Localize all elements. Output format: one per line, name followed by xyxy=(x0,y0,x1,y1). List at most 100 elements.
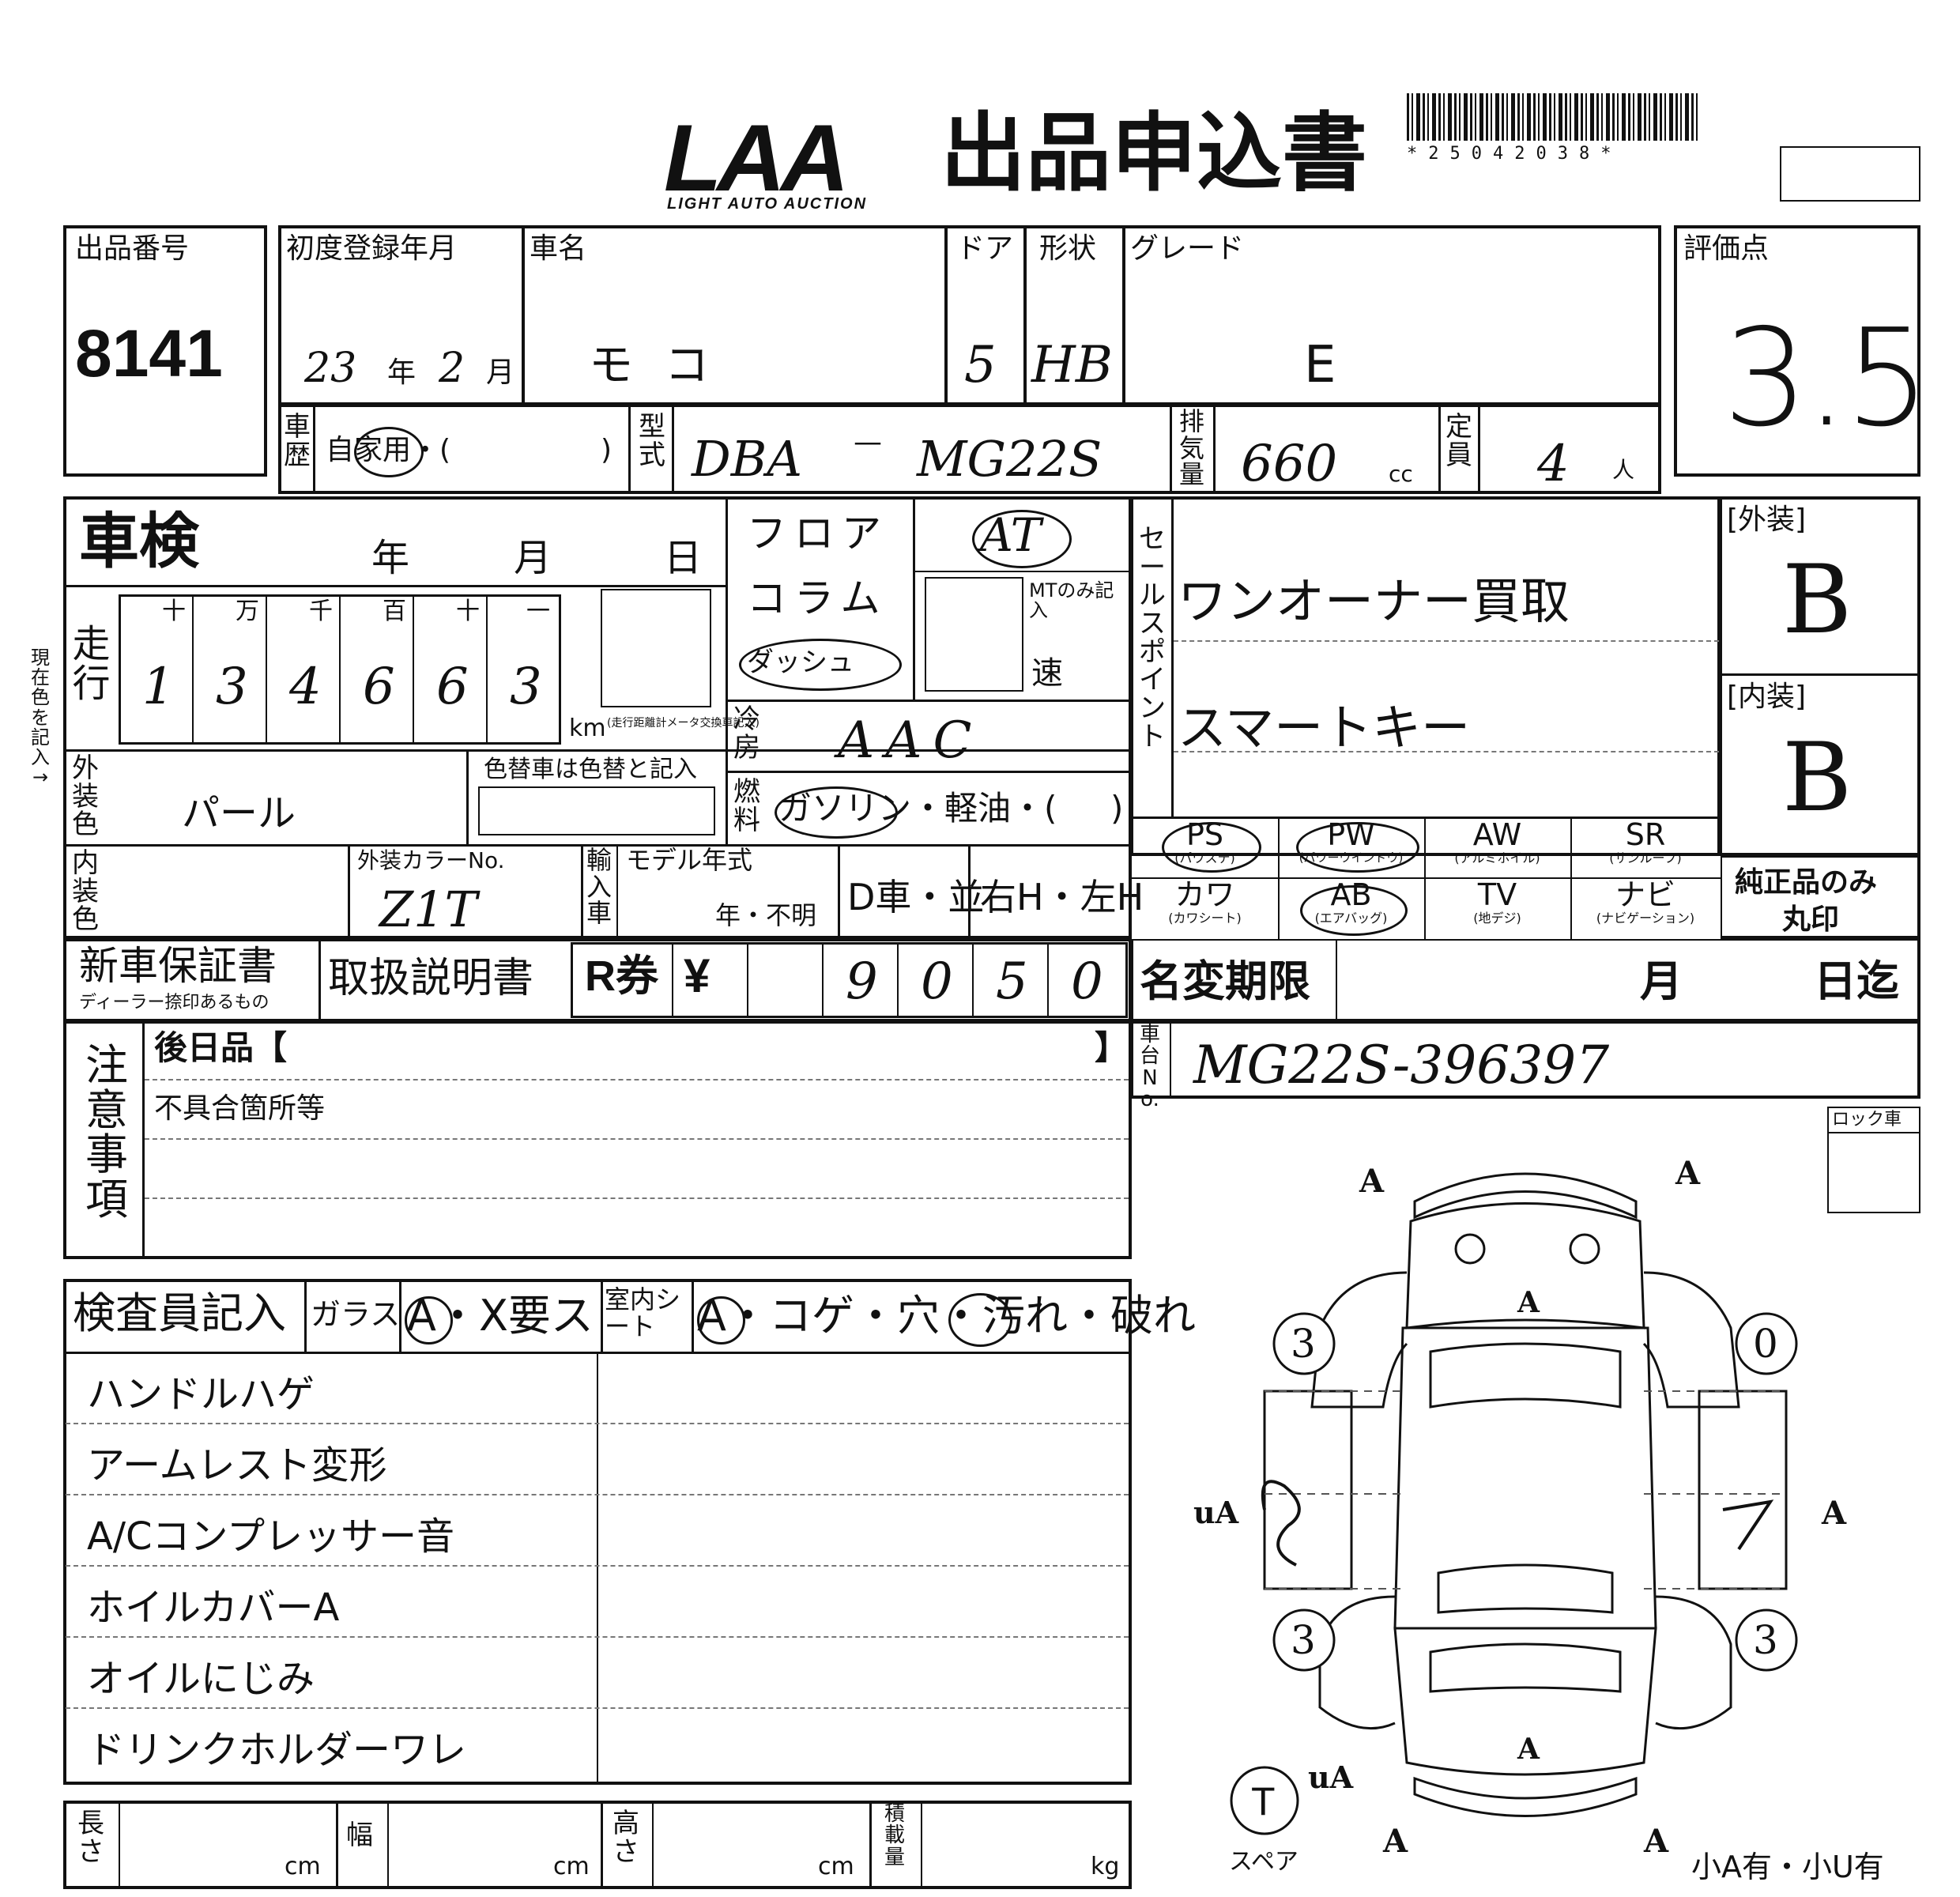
odometer-swap-box xyxy=(601,589,711,707)
manual-label: 取扱説明書 xyxy=(328,955,534,1002)
seat-options: A・コゲ・穴・汚れ・破れ xyxy=(697,1291,1196,1341)
first-reg-label: 初度登録年月 xyxy=(286,232,458,265)
ab-circle xyxy=(1300,885,1408,936)
logo-sub: LIGHT AUTO AUCTION xyxy=(667,195,868,213)
option-tv[interactable]: TV (地デジ) xyxy=(1473,877,1521,926)
doc-row xyxy=(63,939,1132,1022)
sales-point-1: ワンオーナー買取 xyxy=(1178,572,1570,630)
defects-label: 不具合箇所等 xyxy=(154,1092,326,1125)
warranty-sub: ディーラー捺印あるもの xyxy=(79,993,270,1013)
option-sr[interactable]: SR (サンルーフ) xyxy=(1609,817,1682,866)
speed-label: 速 xyxy=(1031,655,1063,692)
inspection-year: 年 xyxy=(371,536,410,580)
length-label: 長さ xyxy=(77,1808,104,1868)
corner-stamp-box xyxy=(1780,146,1920,202)
shift-column: コラム xyxy=(747,575,888,621)
width-unit: cm xyxy=(553,1853,590,1880)
later-items-close: 】 xyxy=(1095,1029,1129,1066)
seat-label: 室内シート xyxy=(605,1284,681,1341)
lock-box xyxy=(1827,1107,1920,1213)
genuine-only-box xyxy=(1721,856,1920,939)
remark-1: ハンドルハゲ xyxy=(87,1372,315,1416)
color-code-label: 外装カラーNo. xyxy=(357,847,505,873)
spare-circle xyxy=(1230,1766,1299,1835)
recycle-digit: 0 xyxy=(1071,952,1103,1011)
later-items-label: 後日品【 xyxy=(154,1029,288,1066)
mileage-digit: 6 xyxy=(363,658,395,716)
dash-circle xyxy=(739,639,902,691)
body-type-value: HB xyxy=(1031,336,1113,394)
notes-box xyxy=(63,1022,1132,1259)
length-unit: cm xyxy=(285,1853,321,1880)
logo-main: LAA xyxy=(664,105,850,211)
mark-ua: uA xyxy=(1308,1759,1354,1795)
door-value: 5 xyxy=(964,336,997,394)
handle-option: 右H・左H xyxy=(980,876,1144,918)
tire-rl: 3 xyxy=(1291,1617,1316,1663)
mark-a: A xyxy=(1517,1286,1540,1319)
tire-rr-circle xyxy=(1735,1608,1798,1672)
spare-label: スペア xyxy=(1229,1848,1298,1876)
vehicle-row1 xyxy=(278,225,1661,405)
remark-4: ホイルカバーA xyxy=(87,1586,340,1630)
history-label: 車歴 xyxy=(284,411,311,471)
place-label: 千 xyxy=(309,598,333,625)
capacity-value: 4 xyxy=(1537,435,1570,493)
option-aw[interactable]: AW (アルミホイル) xyxy=(1454,817,1540,866)
mileage-cells: 十 万 千 百 十 一 1 3 4 6 6 3 xyxy=(119,594,561,745)
remark-6: ドリンクホルダーワレ xyxy=(87,1728,467,1772)
option-leather[interactable]: カワ (カワシート) xyxy=(1168,877,1242,926)
model-code-value: MG22S xyxy=(917,430,1102,488)
tire-fr: 0 xyxy=(1753,1321,1778,1367)
dealer-option: D車・並 xyxy=(847,876,985,918)
ps-circle xyxy=(1162,822,1261,873)
lot-box xyxy=(63,225,267,477)
first-reg-year: 23 xyxy=(304,345,357,392)
int-color-label: 内装色 xyxy=(72,847,99,936)
mileage-note: (走行距離計メータ交換車記入) xyxy=(607,717,760,730)
genuine-only-line1: 純正品のみ xyxy=(1735,866,1878,898)
grade-value: E xyxy=(1304,336,1336,394)
fuel-label: 燃料 xyxy=(733,776,760,836)
mileage-digit: 3 xyxy=(216,658,248,716)
place-label: 十 xyxy=(456,598,480,625)
place-label: 万 xyxy=(236,598,259,625)
height-unit: cm xyxy=(818,1853,854,1880)
mark-ua: uA xyxy=(1193,1495,1239,1530)
barcode-text: *25042038* xyxy=(1407,144,1623,164)
interior-value: B xyxy=(1782,723,1853,833)
history-circle xyxy=(354,427,424,477)
ext-color-label: 外装色 xyxy=(72,752,99,841)
option-navi[interactable]: ナビ (ナビゲーション) xyxy=(1596,877,1695,926)
form-title: 出品申込書 xyxy=(940,105,1368,201)
repaint-box xyxy=(478,786,715,835)
name-change-day: 日迄 xyxy=(1814,958,1899,1005)
fuel-circle xyxy=(775,786,898,839)
glass-circle xyxy=(405,1296,453,1344)
place-label: 百 xyxy=(383,598,406,625)
mark-a: A xyxy=(1822,1495,1847,1532)
model-code-prefix: DBA xyxy=(692,430,803,488)
score-label: 評価点 xyxy=(1683,232,1770,265)
score-value: 3.5 xyxy=(1723,300,1930,457)
name-change-box xyxy=(1132,939,1920,1022)
exterior-value: B xyxy=(1782,545,1853,655)
barcode xyxy=(1407,93,1699,141)
interior-label: [内装] xyxy=(1727,681,1807,713)
first-reg-month: 2 xyxy=(439,345,466,392)
remark-5: オイルにじみ xyxy=(87,1657,315,1701)
capacity-label: 定員 xyxy=(1446,411,1472,471)
seat-circle-dirt xyxy=(948,1293,1012,1347)
mt-speed-box xyxy=(925,577,1023,692)
vehicle-row2 xyxy=(278,405,1661,494)
import-label: 輸入車 xyxy=(586,845,612,929)
body-type-label: 形状 xyxy=(1039,232,1097,265)
laa-logo: LAA LIGHT AUTO AUCTION xyxy=(664,111,925,213)
model-year-unknown: 年・不明 xyxy=(715,900,817,930)
seat-circle-a xyxy=(697,1296,745,1344)
car-diagram xyxy=(1230,1172,1798,1835)
model-code-dash: — xyxy=(854,426,882,458)
recycle-digit: 5 xyxy=(996,952,1028,1011)
car-name-label: 車名 xyxy=(530,232,587,265)
warranty-label: 新車保証書 xyxy=(79,943,277,989)
